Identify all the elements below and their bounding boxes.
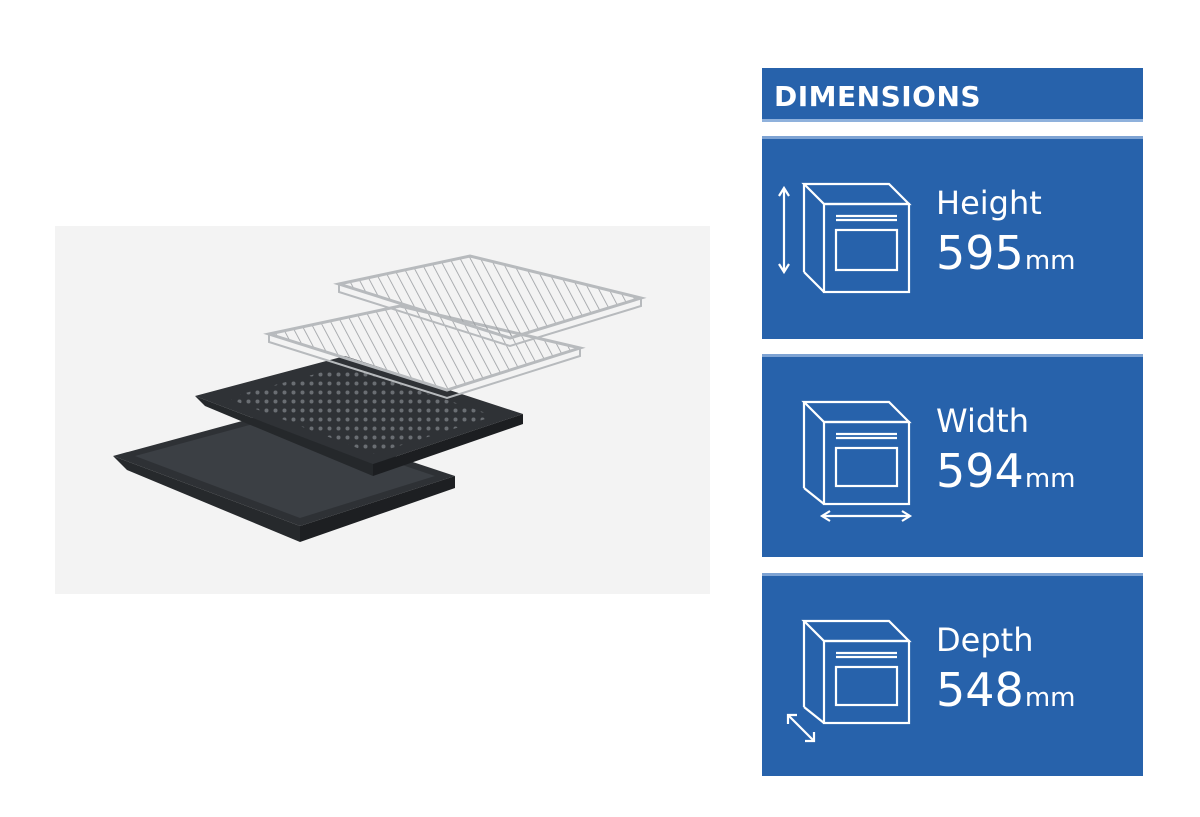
oven-trays-and-racks-illustration — [113, 254, 647, 542]
height-number: 595 — [936, 226, 1024, 280]
perforated-tray — [195, 356, 523, 476]
height-unit: mm — [1024, 246, 1076, 276]
upper-wire-rack — [333, 254, 647, 348]
dimensions-title: DIMENSIONS — [774, 80, 982, 113]
oven-depth-icon — [774, 611, 914, 750]
height-value: 595mm — [936, 230, 1075, 276]
width-card: Width 594mm — [762, 354, 1143, 557]
depth-unit: mm — [1024, 683, 1076, 713]
width-label: Width — [936, 402, 1029, 440]
lower-wire-rack — [263, 304, 586, 400]
depth-value: 548mm — [936, 667, 1075, 713]
oven-height-icon — [774, 174, 914, 308]
depth-card: Depth 548mm — [762, 573, 1143, 776]
height-card: Height 595mm — [762, 136, 1143, 339]
oven-accessories-image — [55, 226, 710, 594]
oven-width-icon — [774, 392, 914, 531]
depth-number: 548 — [936, 663, 1024, 717]
width-number: 594 — [936, 444, 1024, 498]
height-label: Height — [936, 184, 1042, 222]
depth-label: Depth — [936, 621, 1034, 659]
width-value: 594mm — [936, 448, 1075, 494]
width-unit: mm — [1024, 464, 1076, 494]
bottom-enamel-tray — [113, 414, 455, 542]
dimensions-header: DIMENSIONS — [762, 68, 1143, 122]
